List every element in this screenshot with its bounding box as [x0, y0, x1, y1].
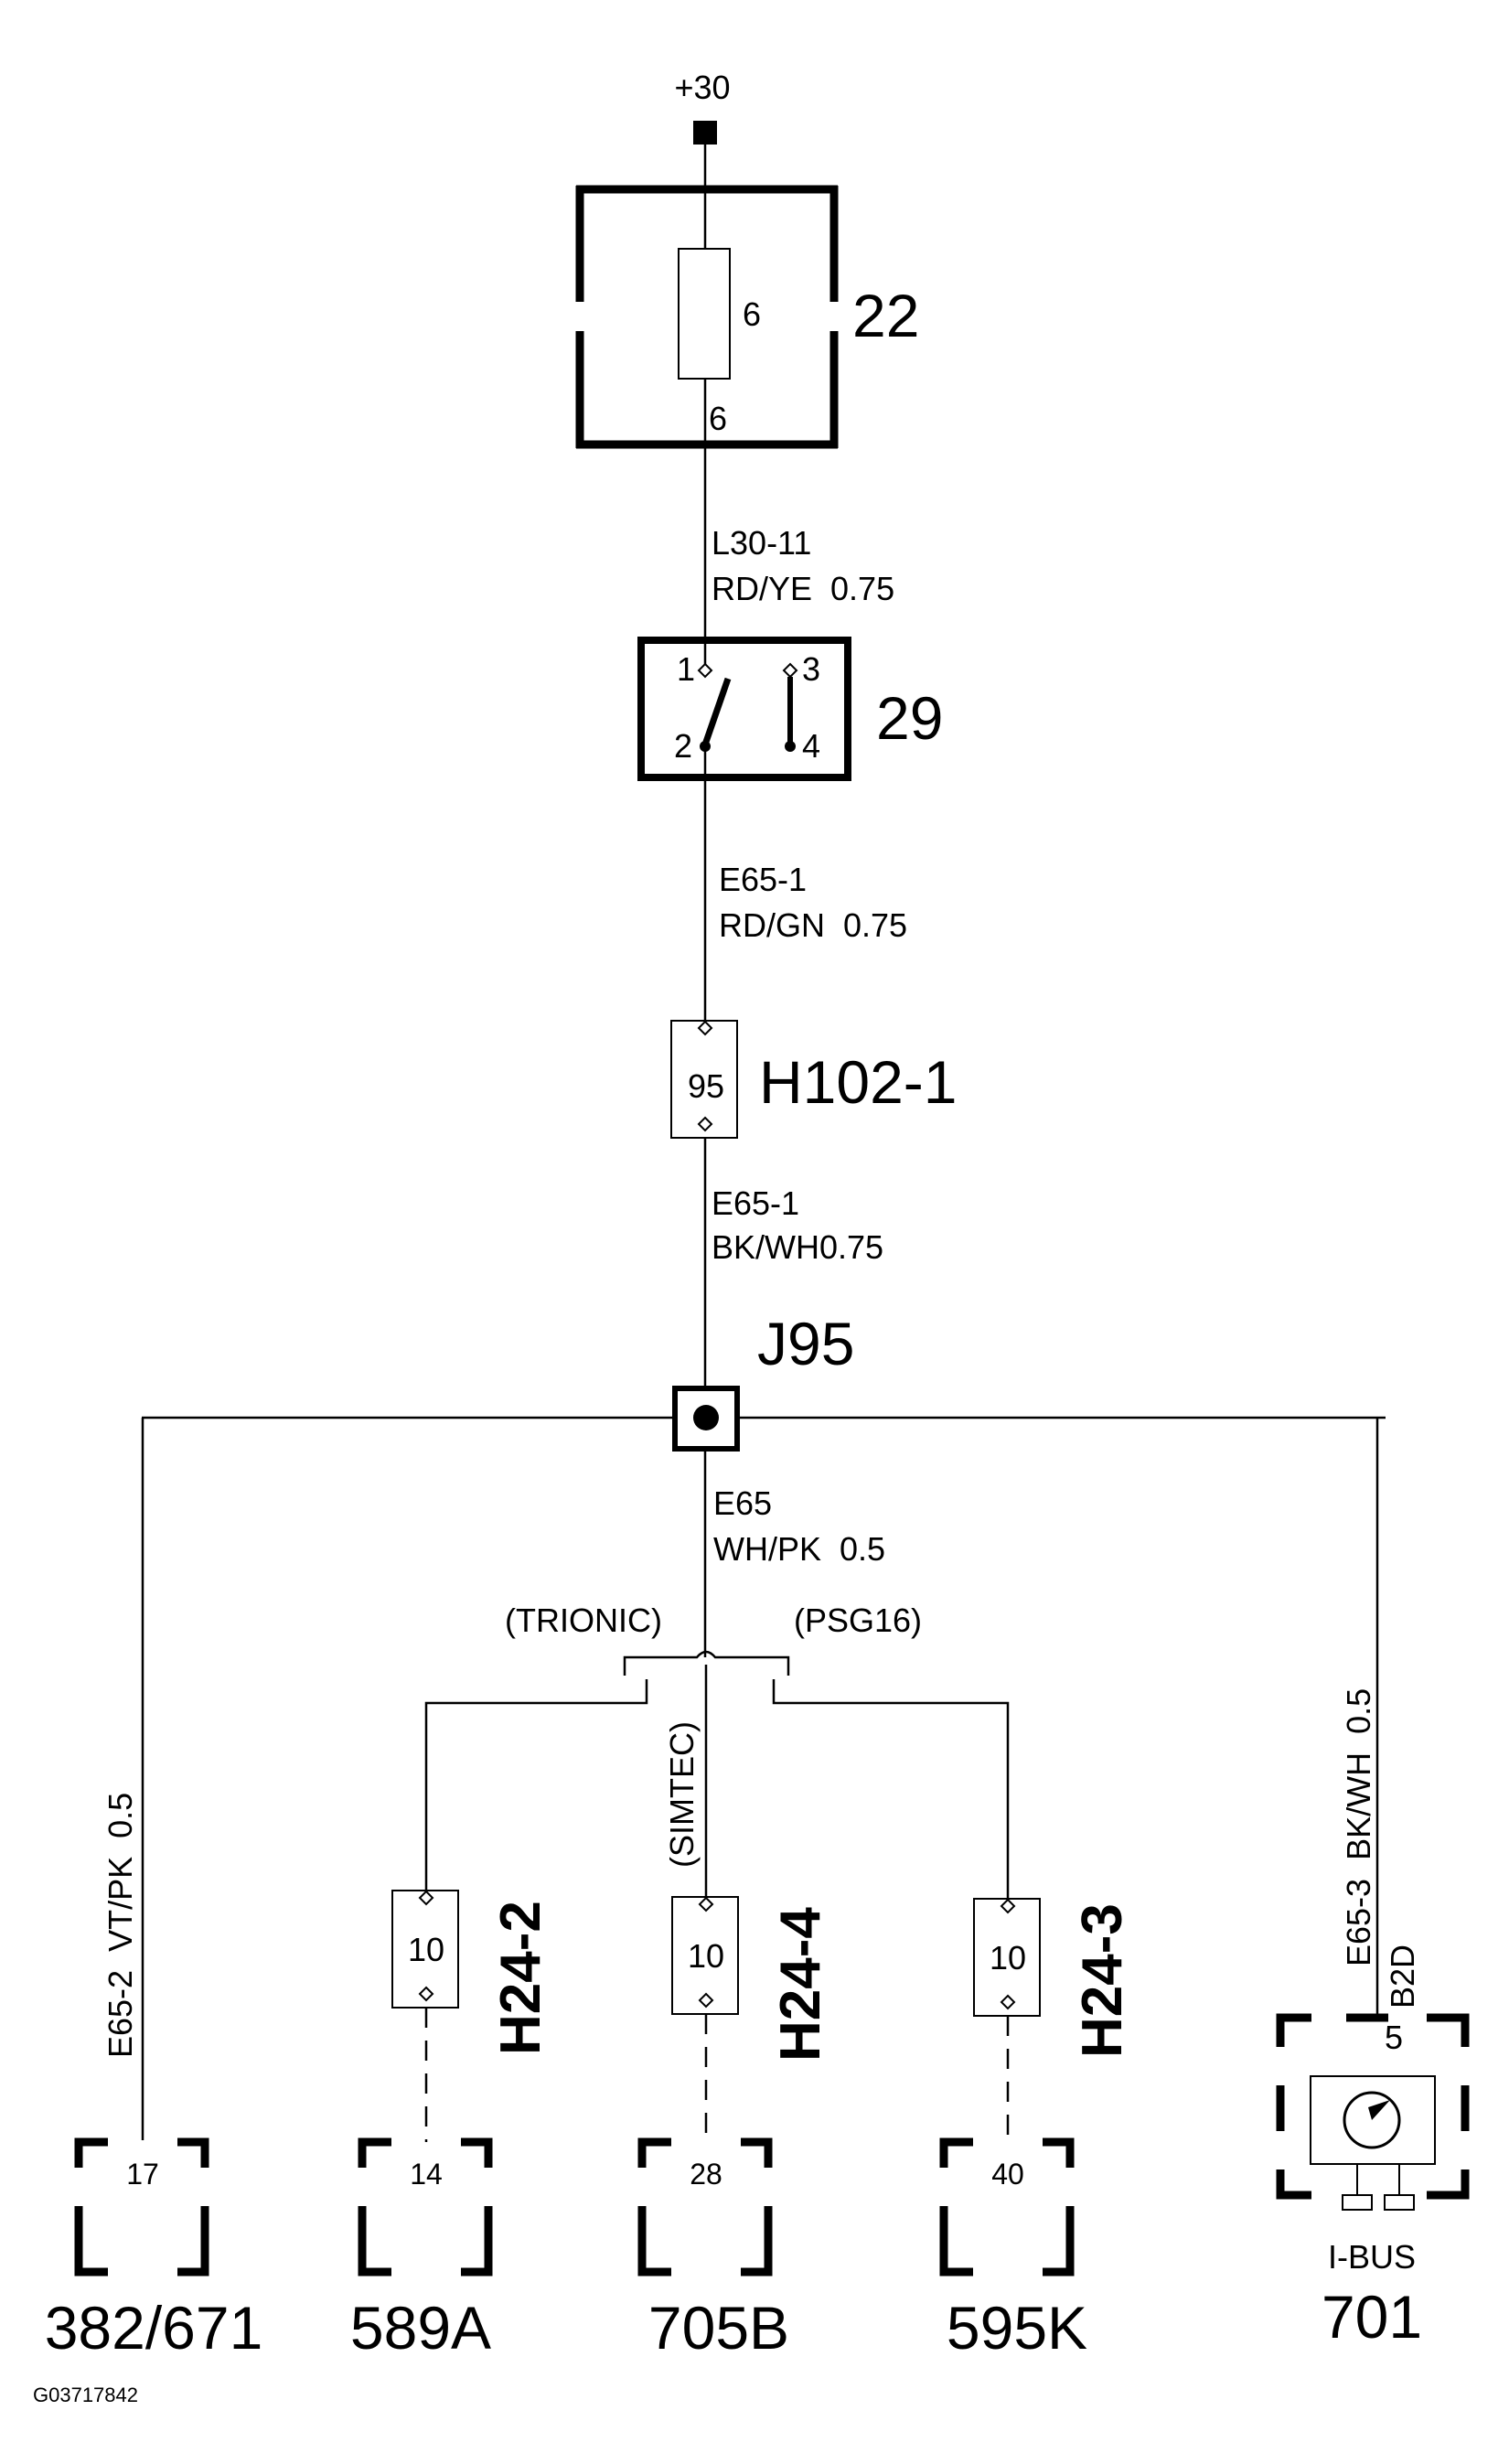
switch-pin-2-terminal	[700, 741, 711, 752]
fuse-number: 6	[743, 295, 761, 333]
component-382-671-box	[74, 2137, 209, 2277]
component-701-terminal-right	[1384, 2164, 1415, 2211]
connector-h24-2-top-terminal	[418, 1890, 434, 1906]
connector-h24-4-bottom-terminal	[698, 1992, 714, 2009]
connector-h102-id: H102-1	[759, 1048, 957, 1116]
connector-h24-3-id: H24-3	[1071, 1903, 1134, 2058]
connector-h102-pin: 95	[688, 1067, 724, 1105]
wire-e65-2-label: E65-2 VT/PK 0.5	[102, 1793, 139, 2058]
switch-pin-2: 2	[674, 727, 692, 765]
switch-pin-4: 4	[802, 727, 820, 765]
fusebox-pin: 6	[709, 400, 727, 437]
switch-lever	[701, 677, 732, 746]
fusebox-id: 22	[852, 282, 919, 349]
switch-pin-1-terminal	[697, 662, 713, 679]
connector-h24-4-id: H24-4	[769, 1907, 832, 2062]
component-589a-id: 589A	[350, 2294, 491, 2362]
connector-h24-2-id: H24-2	[489, 1901, 552, 2055]
variant-simtec: (SIMTEC)	[663, 1721, 701, 1868]
component-705b-box	[637, 2137, 773, 2277]
connector-h102-bottom-terminal	[697, 1116, 713, 1132]
wire-e65-spec: WH/PK 0.5	[713, 1530, 885, 1568]
fusebox-22	[575, 185, 839, 449]
component-382-671-pin: 17	[126, 2158, 159, 2191]
component-589a-box	[358, 2137, 493, 2277]
wire-e65-1a-code: E65-1	[719, 861, 807, 898]
connector-h102-top-terminal	[697, 1020, 713, 1036]
component-701-box	[1276, 2013, 1470, 2200]
component-705b-id: 705B	[648, 2294, 789, 2362]
switch-pin-1: 1	[677, 650, 695, 688]
junction-j95-dot	[693, 1405, 719, 1430]
wire-e65-1b-code: E65-1	[712, 1184, 799, 1222]
fuse-element	[678, 248, 731, 380]
wire-l30-spec: RD/YE 0.75	[712, 570, 894, 607]
component-701-bus: I-BUS	[1328, 2238, 1416, 2276]
connector-h24-2-bottom-terminal	[418, 1986, 434, 2002]
component-589a-pin: 14	[410, 2158, 443, 2191]
component-595k-id: 595K	[947, 2294, 1087, 2362]
supply-terminal	[693, 121, 717, 145]
junction-id: J95	[757, 1310, 854, 1377]
wire-e65-code: E65	[713, 1484, 772, 1522]
connector-h24-4-pin: 10	[688, 1937, 724, 1975]
wire-to-h24-3	[772, 1679, 1010, 1899]
connector-h24-3-top-terminal	[1000, 1898, 1016, 1914]
switch-pin-4-terminal	[785, 741, 796, 752]
wire-l30-code: L30-11	[712, 524, 811, 562]
component-701-pin: 5	[1385, 2019, 1403, 2056]
switch-29-box	[637, 637, 851, 781]
wire-e65-1a-spec: RD/GN 0.75	[719, 906, 907, 944]
supply-label: +30	[674, 69, 730, 106]
component-701-connector: B2D	[1384, 1944, 1421, 2009]
variant-trionic: (TRIONIC)	[505, 1602, 662, 1639]
connector-h24-3-pin: 10	[990, 1939, 1026, 1977]
variant-psg16: (PSG16)	[794, 1602, 922, 1639]
component-701-terminal-left	[1342, 2164, 1373, 2211]
switch-pin-3-terminal	[782, 662, 798, 679]
switch-id: 29	[876, 684, 943, 752]
switch-pin-3: 3	[802, 650, 820, 688]
component-595k-box	[939, 2137, 1075, 2277]
component-382-671-id: 382/671	[45, 2294, 263, 2362]
component-701-id: 701	[1322, 2283, 1422, 2351]
wire-to-h24-2	[424, 1679, 648, 1891]
connector-h24-4-top-terminal	[698, 1896, 714, 1912]
component-705b-pin: 28	[690, 2158, 722, 2191]
wire-e65-3-label: E65-3 BK/WH 0.5	[1340, 1688, 1377, 1966]
wire-e65-1b-spec: BK/WH0.75	[712, 1228, 883, 1266]
connector-h24-2-pin: 10	[408, 1931, 444, 1968]
component-595k-pin: 40	[991, 2158, 1024, 2191]
connector-h24-3-bottom-terminal	[1000, 1994, 1016, 2010]
component-701-symbol-arrow	[1368, 2100, 1390, 2120]
variant-bracket	[623, 1650, 790, 1676]
figure-code: G03717842	[33, 2384, 138, 2406]
